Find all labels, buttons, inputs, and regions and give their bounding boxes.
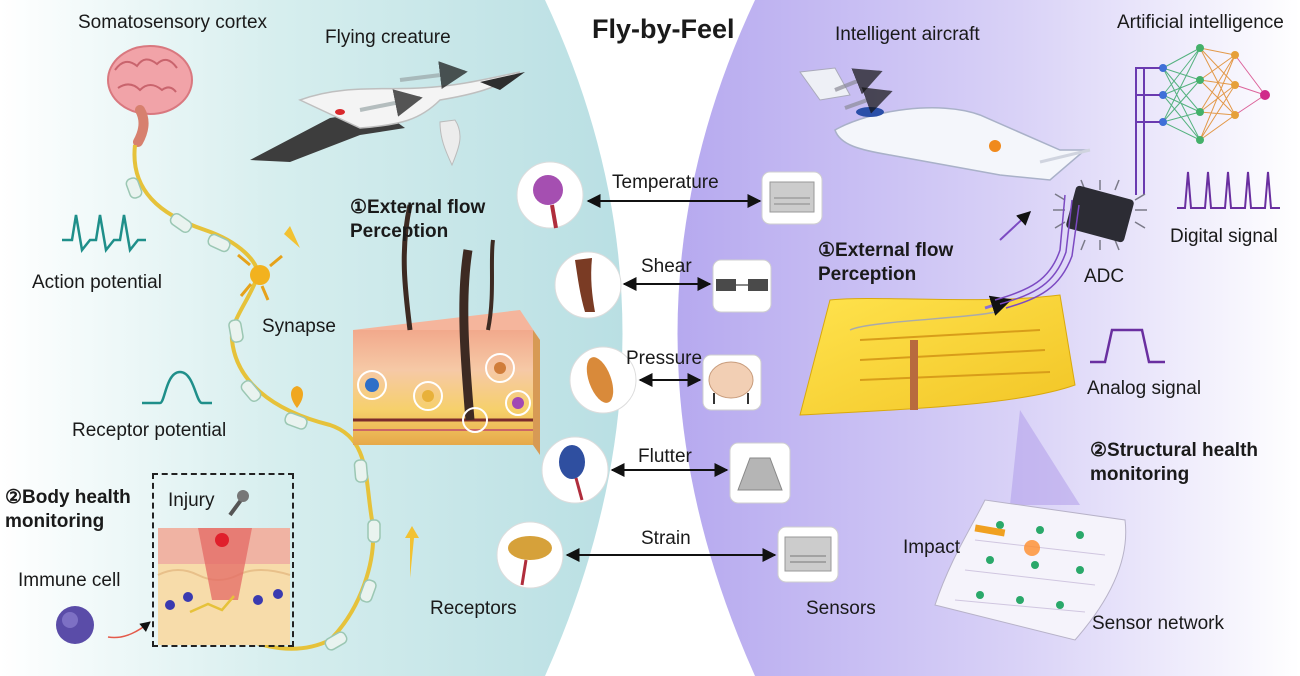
bird-icon — [250, 61, 525, 167]
receptor-potential-label: Receptor potential — [72, 420, 227, 441]
sensor-sheet-icon — [799, 194, 1080, 416]
impact-label: Impact — [903, 537, 961, 558]
shear-receptor-icon — [554, 251, 622, 319]
flutter-receptor-icon — [541, 436, 609, 504]
sensors-label: Sensors — [806, 598, 876, 619]
stimulus-shear-label: Shear — [641, 256, 692, 277]
neural-network-icon — [1135, 44, 1270, 195]
left-background — [0, 0, 623, 676]
sensor-network-label: Sensor network — [1092, 613, 1225, 634]
brain-icon — [107, 45, 193, 147]
stimulus-temperature-label: Temperature — [612, 172, 719, 193]
somatosensory-cortex-label: Somatosensory cortex — [78, 12, 268, 33]
receptor-potential-waveform — [142, 370, 212, 405]
injury-label: Injury — [168, 490, 215, 511]
injury-skin-icon — [157, 490, 291, 645]
external-flow-perception-label-left: ①External flow Perception — [350, 197, 486, 242]
stimulus-arrows — [565, 194, 777, 562]
immune-cell-icon — [56, 606, 151, 644]
receptors-label: Receptors — [430, 598, 517, 619]
receptor-icons — [496, 161, 637, 589]
digital-signal-waveform — [1177, 171, 1280, 209]
sensor-icons — [702, 171, 839, 583]
artificial-intelligence-label: Artificial intelligence — [1117, 12, 1284, 33]
external-flow-perception-label-right: ①External flow Perception — [818, 240, 954, 285]
page-title: Fly-by-Feel — [592, 14, 735, 44]
adc-label: ADC — [1084, 266, 1125, 287]
analog-signal-waveform — [1090, 328, 1165, 364]
signal-arrow-up-icon — [284, 226, 300, 248]
analog-signal-label: Analog signal — [1087, 378, 1202, 399]
stimulus-strain-label: Strain — [641, 528, 691, 549]
action-potential-waveform — [62, 214, 146, 253]
flutter-sensor-icon — [729, 442, 791, 504]
sensor-network-icon — [934, 499, 1127, 641]
pressure-receptor-icon — [569, 346, 637, 414]
pressure-sensor-icon — [702, 354, 762, 411]
flying-creature-label: Flying creature — [325, 27, 451, 48]
thermoreceptor-icon — [516, 161, 584, 229]
shear-sensor-icon — [712, 259, 772, 313]
monitoring-beam — [1010, 410, 1080, 505]
aircraft-icon — [799, 67, 1091, 181]
structural-health-monitoring-label: ②Structural health monitoring — [1090, 440, 1259, 485]
strain-receptor-icon — [496, 521, 564, 589]
synapse-label: Synapse — [262, 316, 336, 337]
stimulus-pressure-label: Pressure — [626, 348, 703, 369]
pressure-marker-icon — [291, 386, 303, 408]
adc-chip-icon — [1053, 179, 1147, 251]
injury-inset-frame — [152, 473, 294, 647]
action-potential-label: Action potential — [32, 272, 162, 293]
immune-cell-label: Immune cell — [18, 570, 121, 591]
skin-receptor-block — [353, 204, 540, 455]
temperature-sensor-icon — [761, 171, 823, 225]
intelligent-aircraft-label: Intelligent aircraft — [835, 24, 980, 45]
strain-sensor-icon — [777, 526, 839, 583]
body-health-monitoring-label: ②Body health monitoring — [5, 487, 131, 532]
stimulus-flutter-label: Flutter — [638, 446, 692, 467]
digital-signal-label: Digital signal — [1170, 226, 1278, 247]
